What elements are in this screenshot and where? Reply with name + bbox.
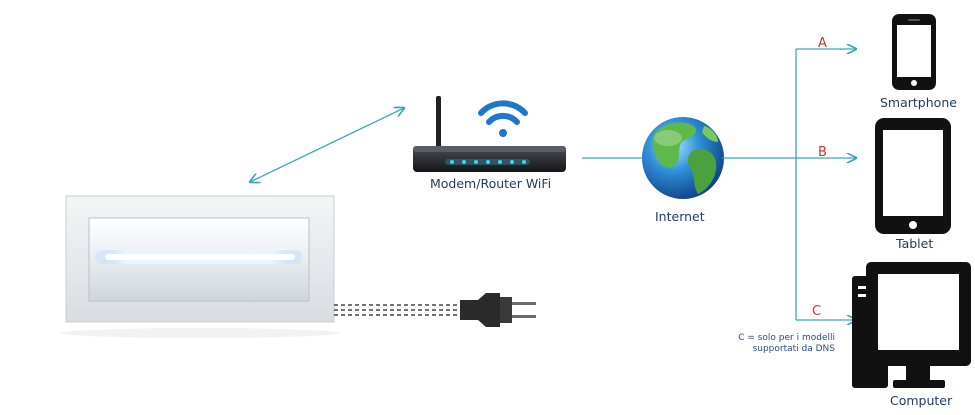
lamp-device-icon [60,195,340,338]
tablet-label: Tablet [896,236,934,251]
router-label: Modem/Router WiFi [430,176,552,191]
connection-a-label: A [818,36,827,51]
smartphone-label: Smartphone [880,95,957,110]
connection-b-label: B [818,145,827,160]
globe-icon [642,117,724,199]
connection-c-label: C [812,304,822,319]
computer-label: Computer [890,393,953,408]
router-icon [413,96,566,172]
computer-icon [852,262,971,388]
dns-note-line-2: supportati da DNS [752,344,835,354]
wireless-link-line [250,108,404,182]
dns-note: C = solo per i modelli supportati da DNS [738,333,835,355]
device-connectors [722,49,856,320]
wifi-signal-icon [478,100,528,137]
smartphone-icon [892,14,936,90]
tablet-icon [875,118,951,234]
power-cable-icon [334,293,536,327]
dns-note-line-1: C = solo per i modelli [738,333,835,343]
internet-label: Internet [655,209,705,224]
